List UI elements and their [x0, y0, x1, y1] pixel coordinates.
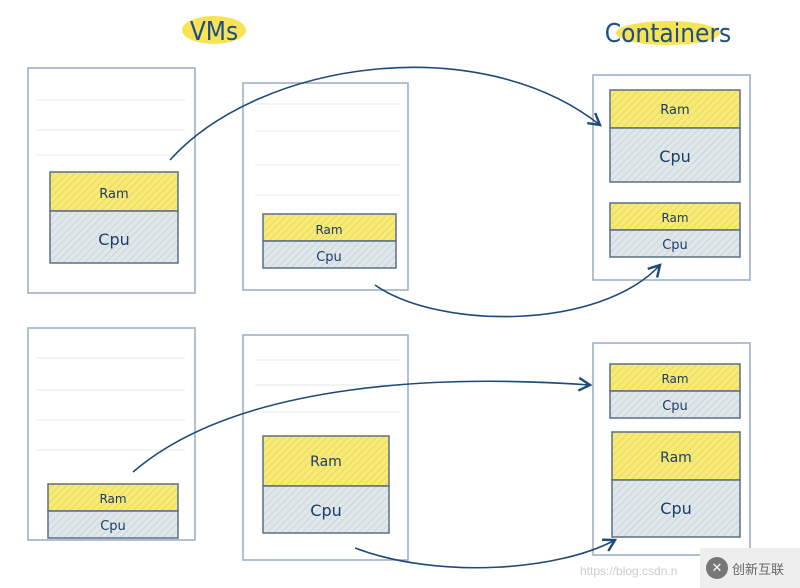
watermark-url: https://blog.csdn.n — [580, 564, 678, 578]
ram-block — [262, 435, 390, 487]
ram-block — [49, 171, 179, 212]
container-host-1: Ram Cpu Ram Cpu — [592, 74, 751, 281]
svg-text:Cpu: Cpu — [660, 499, 691, 518]
vm-4: Ram Cpu — [242, 334, 409, 561]
svg-text:Cpu: Cpu — [316, 250, 342, 265]
containers-title: Containers — [605, 19, 732, 49]
svg-text:Containers: Containers — [605, 19, 732, 49]
ram-block — [262, 213, 397, 242]
svg-text:Ram: Ram — [661, 211, 688, 225]
svg-text:Ram: Ram — [99, 187, 128, 202]
brand-logo-icon: ✕ — [706, 557, 728, 579]
svg-text:Cpu: Cpu — [662, 238, 688, 253]
cpu-block — [609, 127, 741, 183]
svg-text:Ram: Ram — [310, 454, 342, 470]
watermark-brand: 创新互联 — [732, 562, 785, 578]
container-host-2: Ram Cpu Ram Cpu — [592, 342, 751, 556]
cpu-block — [49, 210, 179, 264]
vm-3: Ram Cpu — [27, 327, 196, 541]
svg-text:Ram: Ram — [660, 450, 692, 466]
cpu-block — [611, 479, 741, 538]
cpu-block — [609, 229, 741, 258]
cpu-block — [262, 485, 390, 534]
ram-block — [609, 363, 741, 392]
svg-text:Cpu: Cpu — [662, 399, 688, 414]
svg-text:Cpu: Cpu — [98, 230, 129, 249]
vms-title: VMs — [182, 16, 246, 47]
svg-text:VMs: VMs — [190, 17, 238, 47]
arrow-vm1-to-container — [169, 66, 602, 161]
watermark-logo: ✕ 创新互联 — [700, 548, 800, 588]
svg-text:Cpu: Cpu — [310, 501, 341, 520]
svg-text:Ram: Ram — [660, 103, 689, 118]
arrow-vm2-to-container — [374, 263, 662, 318]
vm-1: Ram Cpu — [27, 67, 196, 294]
svg-text:Ram: Ram — [661, 372, 688, 386]
ram-block — [47, 483, 179, 512]
svg-text:Cpu: Cpu — [659, 147, 690, 166]
svg-text:Ram: Ram — [99, 492, 126, 506]
svg-text:Cpu: Cpu — [100, 519, 126, 534]
cpu-block — [47, 510, 179, 539]
arrow-vm3-to-container — [132, 376, 593, 473]
arrow-vm4-to-container — [354, 538, 618, 569]
svg-text:Ram: Ram — [315, 223, 342, 237]
cpu-block — [262, 240, 397, 269]
cpu-block — [609, 390, 741, 419]
vm-2: Ram Cpu — [242, 82, 409, 291]
